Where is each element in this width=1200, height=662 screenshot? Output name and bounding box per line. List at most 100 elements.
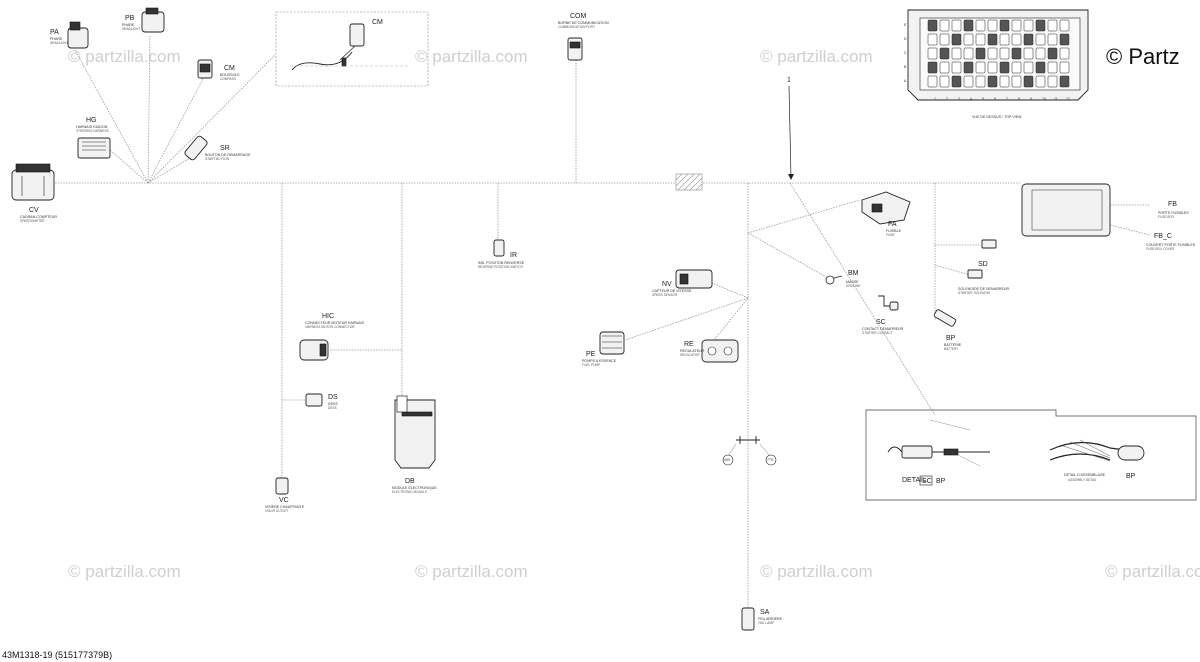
fuse-cell <box>927 75 938 88</box>
part-label-fr: IND. POSITION RENVERSE <box>478 261 525 265</box>
part-com: COM BORNE DE COMMUNICATION COMMUNICATION… <box>558 13 609 61</box>
branch-hg <box>109 149 149 184</box>
part-cv: CV CADRAN-COMPTEUR SPEEDOMETER <box>11 163 57 223</box>
communication-port-icon <box>567 37 583 61</box>
part-label-en: BATTERY <box>944 347 959 351</box>
assembly-detail-box: DETAIL SC BP DETAIL D'ASSEMBLAGE ASSEMBL… <box>865 409 1197 501</box>
fuse-cell <box>1023 33 1034 46</box>
speedometer-icon <box>11 169 55 201</box>
copyright-text: © Partz <box>1106 44 1180 69</box>
part-fb: FB PORTE FUSIBLES FUSE BOX FB_C COUVERT … <box>1021 183 1196 251</box>
part-label-en: TAIL LAMP <box>758 621 775 625</box>
part-hg: HG HARNAIS GUIDON STEERING HARNESS <box>76 117 111 159</box>
fuse-cell <box>1023 75 1034 88</box>
fuse-cell <box>975 19 986 32</box>
part-label-fr: BOUSSOLE <box>220 73 240 77</box>
part-label-fr: MASSE <box>846 280 859 284</box>
part-label-fr: PHARE <box>122 23 135 27</box>
fuse-cell <box>1035 61 1046 74</box>
part-bp: BP BATTERIE BATTERY <box>933 309 962 351</box>
assembly-detail-en: ASSEMBLY DETAIL <box>1067 478 1097 482</box>
part-label-en: GROUND <box>846 284 861 288</box>
fuse-cell <box>939 47 950 60</box>
part-label-en: COMMUNICATION PORT <box>558 25 596 29</box>
row-letter: A <box>904 79 907 83</box>
part-pe: PE POMPE A ESSENCE FUEL PUMP <box>582 331 625 367</box>
fuse-cell <box>939 61 950 74</box>
branch-re <box>709 297 749 346</box>
solenoid-connector-icon <box>981 239 997 249</box>
fuse-cell <box>1011 75 1022 88</box>
watermark: © partzilla.com <box>1105 562 1200 581</box>
col-number: 10 <box>1042 97 1046 101</box>
branch-cm <box>147 74 206 184</box>
fuse-cell <box>927 61 938 74</box>
fuse-cell <box>963 75 974 88</box>
part-code-pb: PB <box>125 15 135 22</box>
part-label-en: REGULATOR <box>680 353 700 357</box>
part-code-com: COM <box>570 13 587 20</box>
part-sr: SR BOUTON DE DEMARRAGE START BUTTON <box>184 135 251 161</box>
part-label-en: DESS <box>328 406 338 410</box>
part-code-pe: PE <box>586 351 596 358</box>
tail-lamp-connector-icon <box>741 607 755 631</box>
dess-connector-icon <box>305 393 323 407</box>
fuse-cell <box>927 19 938 32</box>
part-label-en: FUEL PUMP <box>582 363 601 367</box>
part-code-sc: SC <box>876 319 886 326</box>
fuse-cell <box>939 75 950 88</box>
fuse-cell <box>963 47 974 60</box>
part-label-en: VISOR OUTLET <box>265 509 289 513</box>
row-letter: B <box>904 65 907 69</box>
fuse-cell <box>987 61 998 74</box>
row-letter: C <box>904 51 907 55</box>
battery-terminal-icon <box>933 309 957 327</box>
fuse-cell <box>1035 47 1046 60</box>
branch-pe <box>624 297 749 341</box>
watermark: © partzilla.com <box>68 47 181 66</box>
part-code-sa: SA <box>760 609 770 616</box>
fuse-cell <box>939 33 950 46</box>
part-ds: DS DESS DESS <box>305 393 338 410</box>
col-number: 9 <box>1030 97 1032 101</box>
reverse-switch-icon <box>493 239 505 257</box>
part-code-hg: HG <box>86 117 97 124</box>
part-label-fr: BORNE DE COMMUNICATION <box>558 21 609 25</box>
fuel-pump-connector-icon <box>599 331 625 355</box>
headlight-connector-icon <box>141 11 165 33</box>
fuse-cell <box>1023 61 1034 74</box>
fuse-cells <box>927 19 1070 88</box>
fuse-box-caption: VUE DE DESSUS / TOP VIEW <box>972 115 1022 119</box>
part-sd: SD SOLENOIDE DE DEMARREUR STARTER SOLENO… <box>958 239 1010 295</box>
fuse-cell <box>951 61 962 74</box>
fuse-cell <box>999 75 1010 88</box>
part-bm: BM MASSE GROUND <box>825 270 861 288</box>
part-label-en: SPEED SENSOR <box>652 293 678 297</box>
watermark: © partzilla.com <box>415 562 528 581</box>
part-code-ds: DS <box>328 394 338 401</box>
part-label-en: STARTER SOLENOID <box>958 291 991 295</box>
branch-cm2 <box>147 54 276 184</box>
part-label-en: START BUTTON <box>205 157 230 161</box>
splice-icon <box>736 436 760 444</box>
regulator-connector-icon <box>701 339 739 363</box>
part-label-en: ELECTRONIC MODULE <box>392 490 428 494</box>
fuse-cell <box>987 75 998 88</box>
branch-pa <box>74 49 149 184</box>
col-number: 11 <box>1054 97 1058 101</box>
compass-sensor-icon <box>349 23 365 47</box>
part-fa: FA FUSIBLE FUSE <box>861 191 911 237</box>
part-label-en: STEERING HARNESS <box>76 129 109 133</box>
fuse-cell <box>975 33 986 46</box>
fuse-cell <box>1059 47 1070 60</box>
part-re: RE REGULATEUR REGULATOR <box>680 339 739 363</box>
fuse-cell <box>975 61 986 74</box>
document-id: 43M1318-19 (515177379B) <box>2 650 113 660</box>
terminal-tag-77s <box>765 454 777 466</box>
electronic-module-icon <box>394 399 436 469</box>
part-code-hic: HIC <box>322 313 334 320</box>
detail-code-sc: SC <box>922 478 932 485</box>
fuse-cell <box>963 61 974 74</box>
part-pa: PA PHARE HEADLIGHT <box>50 21 89 49</box>
